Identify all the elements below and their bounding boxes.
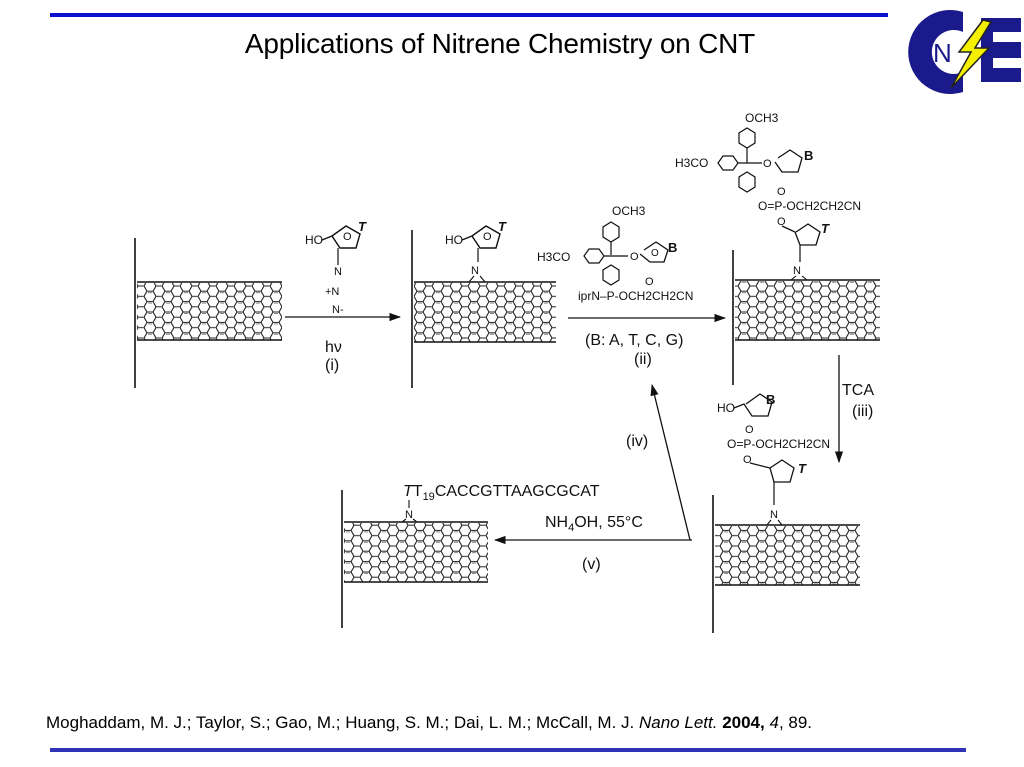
reagent-step-i: hν	[325, 339, 342, 356]
svg-text:N: N	[770, 509, 778, 521]
svg-text:O: O	[630, 251, 639, 263]
citation-year: 2004,	[722, 713, 765, 732]
aziridine-nucleoside: HO O T N	[445, 219, 507, 283]
citation-journal: Nano Lett.	[639, 713, 718, 732]
azide-nucleoside: HO O T N +N N-	[305, 219, 367, 316]
citation-pages: , 89.	[778, 713, 813, 732]
label-step-v: (v)	[582, 556, 601, 573]
svg-text:N: N	[405, 509, 413, 521]
nanotube-5	[341, 490, 488, 628]
svg-text:B: B	[668, 240, 677, 255]
reagent-step-v: NH4OH, 55°C	[545, 514, 643, 534]
label-step-ii: (ii)	[634, 351, 652, 368]
svg-text:O=P-OCH2CH2CN: O=P-OCH2CH2CN	[727, 437, 830, 451]
svg-text:N: N	[471, 265, 479, 277]
bottom-accent-rule	[50, 748, 966, 752]
svg-text:O: O	[651, 248, 659, 259]
svg-text:O: O	[645, 276, 654, 288]
svg-text:TT19CACCGTTAAGCGCAT: TT19CACCGTTAAGCGCAT	[403, 483, 600, 503]
cne-logo: N	[908, 10, 1021, 95]
reagent-step-iii: TCA	[842, 382, 874, 399]
citation-authors: Moghaddam, M. J.; Taylor, S.; Gao, M.; H…	[46, 713, 635, 732]
svg-text:iprN–P-OCH2CH2CN: iprN–P-OCH2CH2CN	[578, 289, 693, 303]
svg-text:O: O	[763, 158, 772, 170]
svg-text:N: N	[793, 265, 801, 277]
svg-text:O: O	[777, 216, 786, 228]
svg-text:T: T	[358, 219, 367, 234]
svg-text:O: O	[777, 186, 786, 198]
nanotube-3	[732, 250, 880, 385]
citation: Moghaddam, M. J.; Taylor, S.; Gao, M.; H…	[46, 713, 812, 733]
svg-text:HO: HO	[717, 401, 735, 415]
svg-text:O: O	[483, 231, 492, 243]
lightning-bolt-icon	[950, 19, 993, 89]
nanotube-4	[712, 495, 860, 633]
label-step-iii: (iii)	[852, 403, 873, 420]
svg-text:T: T	[798, 461, 807, 476]
svg-text:OCH3: OCH3	[745, 111, 779, 125]
arrow-step-iv	[650, 383, 691, 541]
svg-text:B: B	[804, 148, 813, 163]
svg-text:N-: N-	[332, 304, 344, 316]
svg-text:OCH3: OCH3	[612, 204, 646, 218]
svg-text:HO: HO	[305, 233, 323, 247]
svg-text:T: T	[498, 219, 507, 234]
svg-text:O: O	[743, 454, 752, 466]
coupled-dimer: OCH3 H3CO O B O O=P-OCH2CH2CN O T N	[675, 111, 861, 281]
label-step-iv: (iv)	[626, 433, 648, 450]
citation-volume: 4	[769, 713, 779, 732]
slide-title: Applications of Nitrene Chemistry on CNT	[244, 28, 756, 59]
svg-text:T: T	[821, 221, 830, 236]
logo-letter-n: N	[933, 38, 952, 68]
final-oligonucleotide: TT19CACCGTTAAGCGCAT N	[401, 483, 600, 523]
svg-text:O=P-OCH2CH2CN: O=P-OCH2CH2CN	[758, 199, 861, 213]
svg-text:HO: HO	[445, 233, 463, 247]
svg-text:N: N	[334, 266, 342, 278]
svg-text:H3CO: H3CO	[675, 156, 708, 170]
logo-letter-c	[908, 10, 963, 95]
detritylated-dimer: HO B O O=P-OCH2CH2CN O T N	[717, 392, 830, 526]
phosphoramidite: OCH3 H3CO O B O O iprN–P-OCH2CH2CN	[537, 204, 693, 303]
label-step-i: (i)	[325, 357, 339, 374]
svg-text:O: O	[745, 424, 754, 436]
nanotube-2	[411, 230, 556, 388]
svg-text:H3CO: H3CO	[537, 250, 570, 264]
nanotube-1	[134, 238, 282, 388]
svg-text:O: O	[343, 231, 352, 243]
svg-text:+N: +N	[325, 286, 339, 298]
top-accent-rule	[50, 13, 888, 17]
reagent-step-ii: (B: A, T, C, G)	[585, 332, 683, 349]
svg-text:B: B	[766, 392, 775, 407]
